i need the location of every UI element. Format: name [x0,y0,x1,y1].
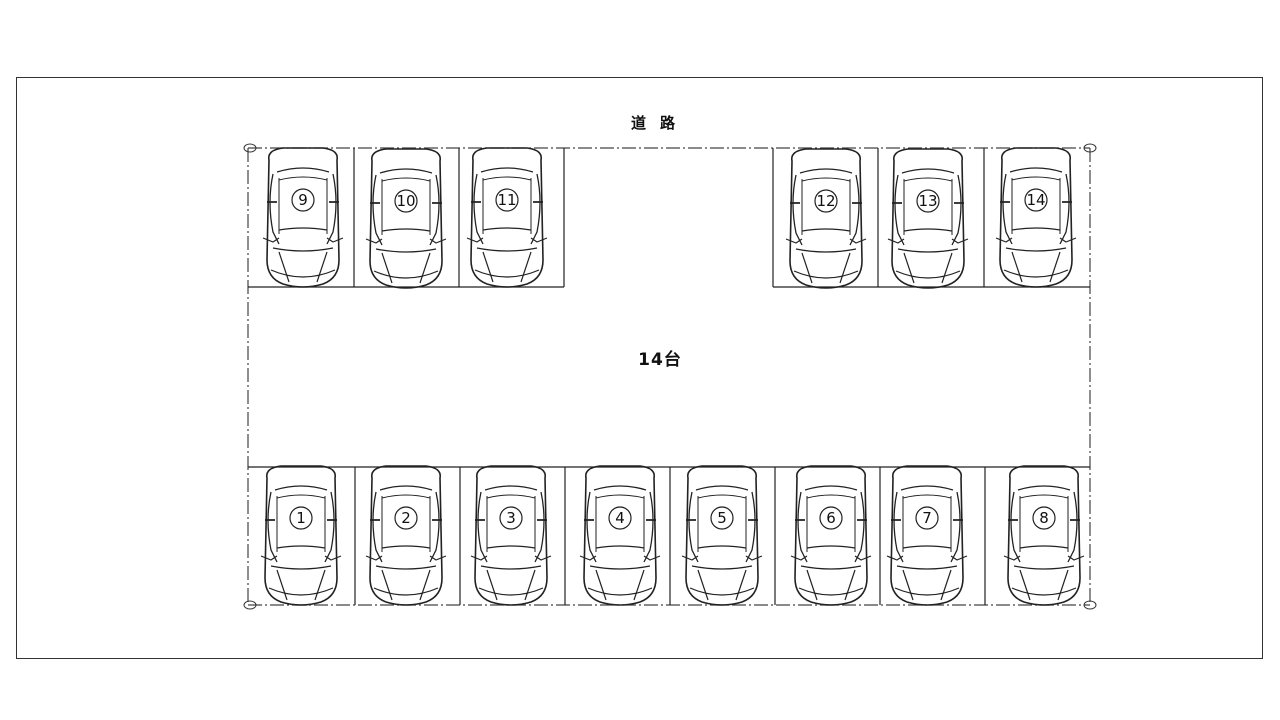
parking-stall-1 [260,465,342,606]
stall-number: 10 [396,192,415,210]
parking-stall-9 [262,147,344,288]
parking-stall-12 [785,148,867,289]
parking-stall-7 [886,465,968,606]
parking-stall-2 [365,465,447,606]
stall-number: 12 [816,192,835,210]
parking-stall-10 [365,148,447,289]
capacity-label: 14台 [638,350,682,370]
stall-number: 8 [1039,509,1049,527]
stall-number: 5 [717,509,727,527]
stall-number: 3 [506,509,516,527]
stall-number: 11 [497,191,516,209]
stall-number: 6 [826,509,836,527]
stall-number: 1 [296,509,306,527]
stall-number: 9 [298,191,308,209]
road-label: 道路 [630,114,689,132]
parking-stall-13 [887,148,969,289]
parking-stall-6 [790,465,872,606]
parking-stall-4 [579,465,661,606]
stall-number: 13 [918,192,937,210]
parking-stall-14 [995,147,1077,288]
corner-markers [243,143,1097,610]
lot-boundary [247,147,1091,606]
parking-stall-11 [466,147,548,288]
stall-number: 14 [1026,191,1045,209]
stall-number: 7 [922,509,932,527]
parking-stall-5 [681,465,763,606]
stall-number: 4 [615,509,625,527]
parking-stall-3 [470,465,552,606]
stall-number: 2 [401,509,411,527]
parking-stall-8 [1003,465,1085,606]
diagram-frame [16,77,1263,659]
